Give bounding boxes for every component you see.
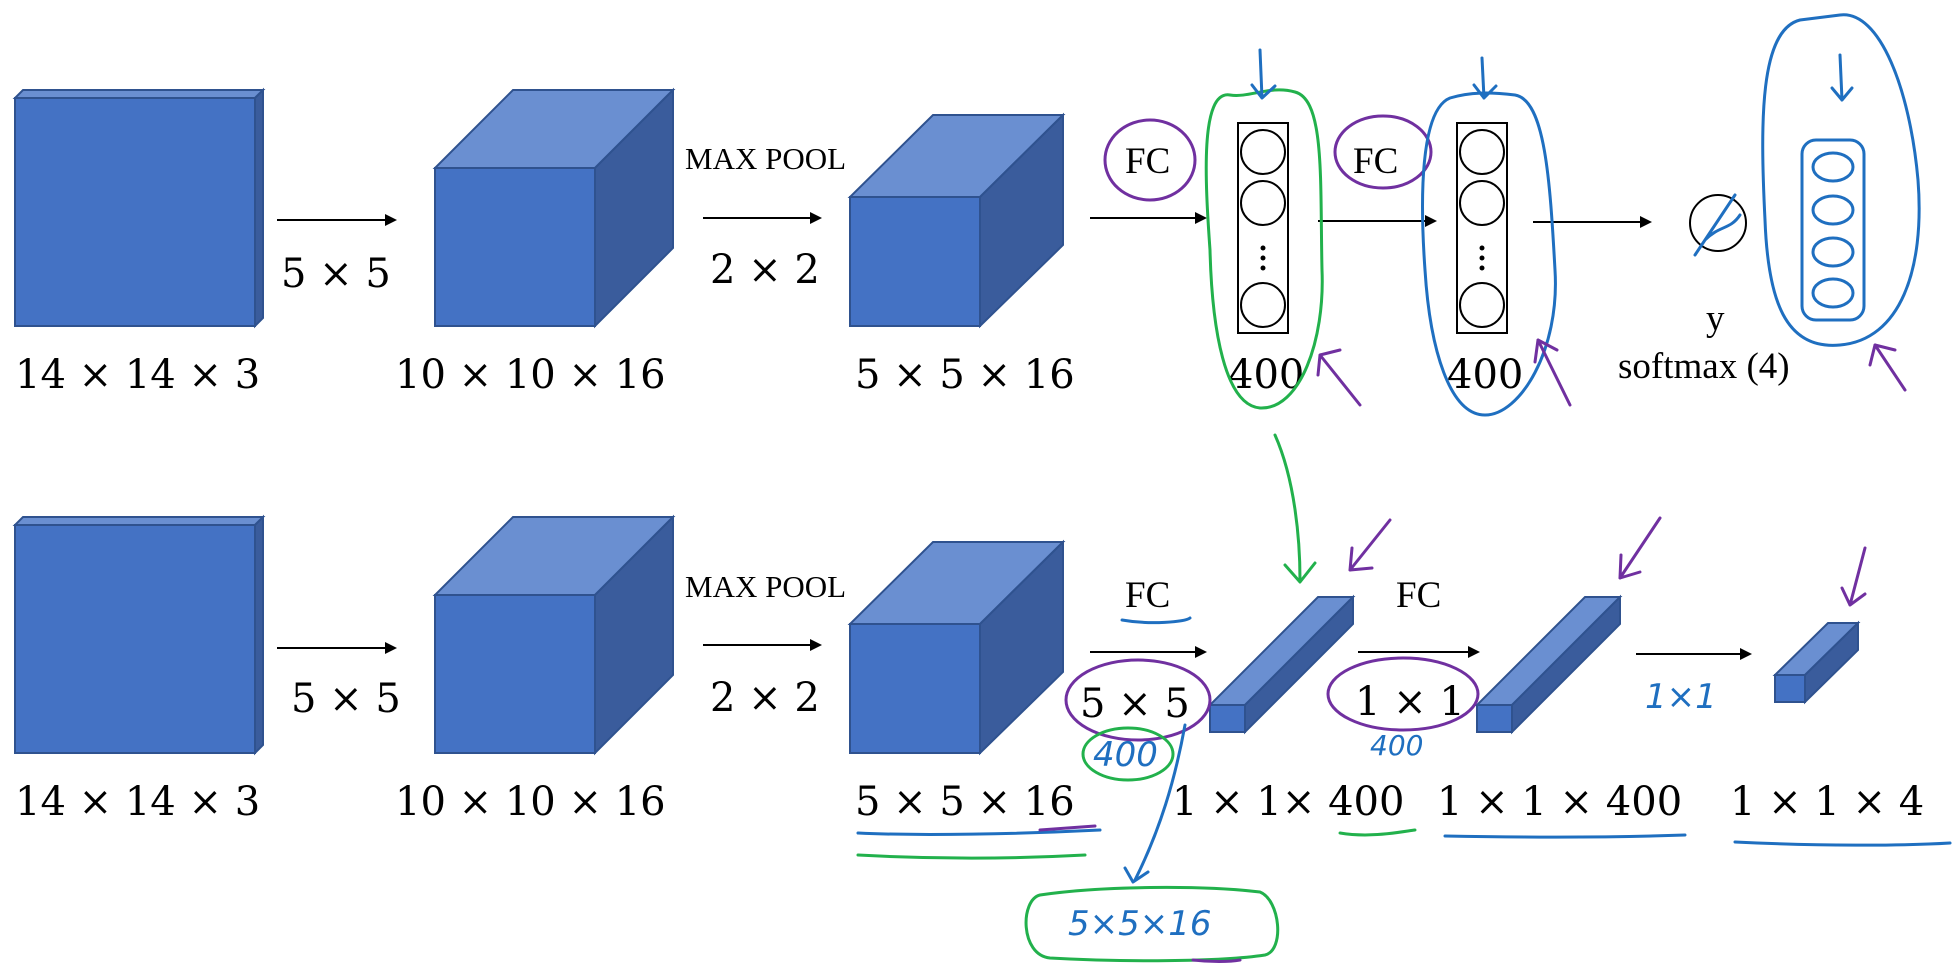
purple-arrow-1 xyxy=(1316,348,1362,407)
neuron xyxy=(1459,180,1505,226)
fc1-dims-row2: 1 × 1× 400 xyxy=(1172,779,1404,825)
purple-arrow-2 xyxy=(1533,338,1572,407)
circle-fc2-filter-row2 xyxy=(1326,656,1480,732)
input-dims-row1: 14 × 14 × 3 xyxy=(15,352,260,398)
underline-fc1-row2 xyxy=(1120,616,1192,625)
loop-fc2-row1 xyxy=(1421,91,1557,417)
softmax-label-row1: softmax (4) xyxy=(1618,346,1790,387)
fc1-filter-row2: 5 × 5 xyxy=(1080,681,1190,727)
max-pool-label-row2: MAX POOL xyxy=(685,569,846,604)
conv-filter-row1: 5 × 5 xyxy=(281,251,391,297)
pool-filter-row2: 2 × 2 xyxy=(710,675,820,721)
input-volume-row1 xyxy=(12,87,266,329)
fc2-dims-row2: 1 × 1 × 400 xyxy=(1437,779,1682,825)
green-mapping-arrow xyxy=(1273,433,1317,584)
softmax-unit xyxy=(1811,194,1855,226)
conv-dims-row1: 10 × 10 × 16 xyxy=(395,352,666,398)
loop-fc1-row1 xyxy=(1204,88,1324,410)
pool-dims-row1: 5 × 5 × 16 xyxy=(855,352,1075,398)
underline-fc1-dims-green xyxy=(1338,828,1417,837)
row-1-sliding-window-net: 14 × 14 × 3 5 × 5 10 × 10 × 16 MAX POOL … xyxy=(12,87,1790,398)
softmax-unit xyxy=(1811,236,1855,268)
purple-arrow-5 xyxy=(1618,516,1662,580)
neuron xyxy=(1459,282,1505,328)
softmax-unit xyxy=(1811,151,1855,183)
output-volume-row2 xyxy=(1772,620,1861,705)
input-arrow-fc1-row1 xyxy=(1250,48,1277,100)
fc2-layer-row1 xyxy=(1456,122,1508,334)
fc1-label-row1: FC xyxy=(1125,141,1170,182)
count-hand-2: 400 xyxy=(1370,729,1423,762)
circle-fc1-row1 xyxy=(1103,118,1197,202)
fc1-layer-row1 xyxy=(1237,122,1289,334)
input-arrow-fc2-row1 xyxy=(1472,56,1498,100)
pool-filter-row1: 2 × 2 xyxy=(710,247,820,293)
box-softmax-units xyxy=(1800,138,1866,322)
neuron xyxy=(1459,129,1505,175)
box-filter-shape-hand xyxy=(1024,885,1280,963)
fc2-filter-row2: 1 × 1 xyxy=(1355,679,1465,725)
conv-dims-row2: 10 × 10 × 16 xyxy=(395,779,666,825)
loop-softmax xyxy=(1761,13,1921,347)
neuron xyxy=(1240,282,1286,328)
max-pool-label-row1: MAX POOL xyxy=(685,141,846,176)
pool-dims-row2: 5 × 5 × 16 xyxy=(855,779,1075,825)
blue-curve-to-filter xyxy=(1123,723,1187,884)
scribble-output xyxy=(1693,193,1742,257)
purple-tick-bottom xyxy=(1191,958,1242,963)
purple-arrow-6 xyxy=(1840,546,1867,607)
circle-fc1-filter-row2 xyxy=(1064,658,1212,742)
underline-pool-dims-purple xyxy=(1038,824,1097,832)
count-hand: 400 xyxy=(1093,735,1158,775)
fc3-filter-hand-row2: 1×1 xyxy=(1645,677,1717,717)
underline-fc2-dims-blue xyxy=(1443,833,1687,839)
purple-arrow-4 xyxy=(1348,518,1392,572)
underline-out-dims-blue xyxy=(1733,840,1952,847)
input-arrow-softmax xyxy=(1830,53,1854,102)
fc2-units-row1: 400 xyxy=(1447,352,1523,398)
input-dims-row2: 14 × 14 × 3 xyxy=(15,779,260,825)
conv-volume-row1 xyxy=(432,87,676,329)
circle-count-hand xyxy=(1081,726,1175,782)
neuron xyxy=(1240,180,1286,226)
circle-fc2-row1 xyxy=(1333,114,1433,190)
input-volume-row2 xyxy=(12,514,266,756)
conv-volume-row2 xyxy=(432,514,676,756)
handwritten-annotations: 400 400 5×5×16 xyxy=(856,13,1952,963)
fc1-volume-row2 xyxy=(1207,594,1356,735)
conv-filter-row2: 5 × 5 xyxy=(291,676,401,722)
underline-pool-dims-green xyxy=(856,853,1087,860)
output-dims-row2: 1 × 1 × 4 xyxy=(1730,779,1924,825)
fc2-volume-row2 xyxy=(1474,594,1623,735)
pool-volume-row1 xyxy=(847,112,1066,329)
neuron xyxy=(1240,129,1286,175)
purple-arrow-3 xyxy=(1868,343,1907,392)
filter-shape-hand: 5×5×16 xyxy=(1068,904,1212,944)
fc2-label-row1: FC xyxy=(1353,141,1398,182)
fc2-label-row2: FC xyxy=(1396,575,1441,616)
row-2-convolutional-net: 14 × 14 × 3 5 × 5 10 × 10 × 16 MAX POOL … xyxy=(12,514,1924,825)
output-symbol-row1: y xyxy=(1706,298,1725,339)
pool-volume-row2 xyxy=(847,539,1066,756)
fc1-label-row2: FC xyxy=(1125,575,1170,616)
underline-pool-dims-blue xyxy=(856,828,1102,836)
softmax-unit xyxy=(1811,277,1855,309)
